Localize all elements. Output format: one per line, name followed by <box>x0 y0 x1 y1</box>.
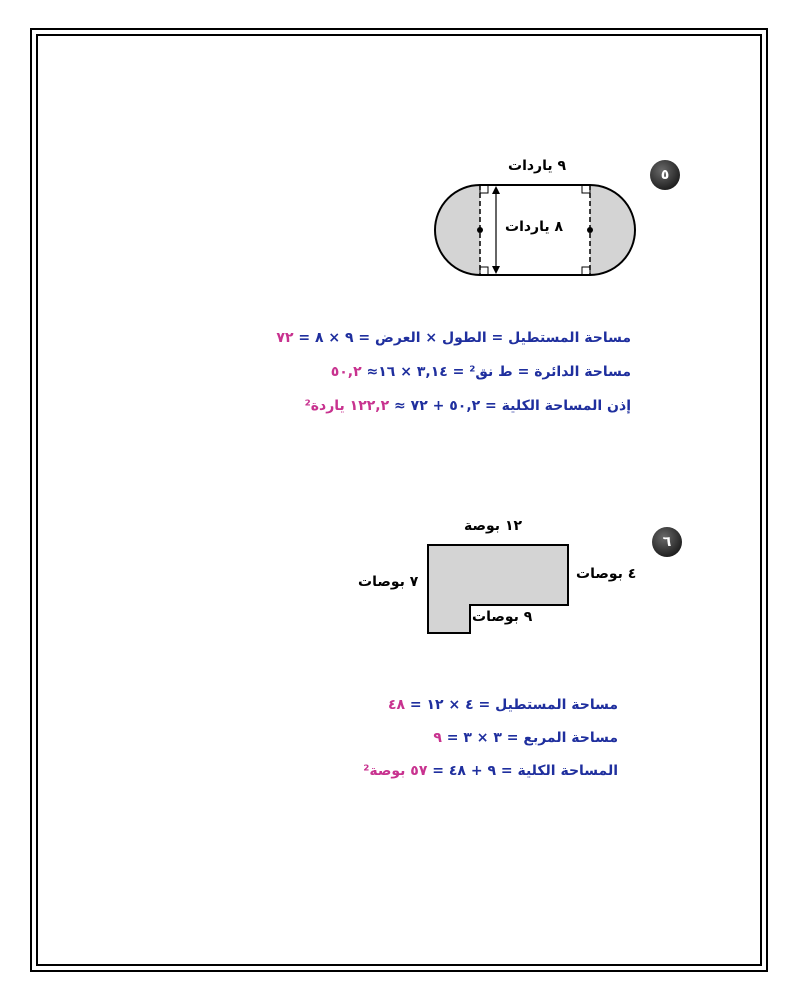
page-border-outer <box>30 28 768 972</box>
circle-area-line: مساحة الدائرة = ط نق² = ٣,١٤ × ١٦≈ ٥٠,٢ <box>0 364 631 380</box>
left-length-label: ٧ بوصات <box>358 574 419 590</box>
equation-text: إذن المساحة الكلية = ٥٠,٢ + ٧٢ ≈ <box>389 398 631 414</box>
right-length-label: ٤ بوصات <box>576 566 637 582</box>
equation-result: ٩ <box>433 730 442 746</box>
equation-result: ٥٧ بوصة² <box>363 763 428 779</box>
square-area-line: مساحة المربع = ٣ × ٣ = ٩ <box>0 730 618 746</box>
problem-number-badge: ٦ <box>652 527 682 557</box>
bottom-length-label: ٩ بوصات <box>472 609 533 625</box>
equation-result: ٤٨ <box>387 697 406 713</box>
page-border-inner <box>36 34 762 966</box>
total-area-line: إذن المساحة الكلية = ٥٠,٢ + ٧٢ ≈ ١٢٢,٢ ي… <box>0 398 631 414</box>
equation-text: المساحة الكلية = ٩ + ٤٨ = <box>427 763 618 779</box>
equation-result: ١٢٢,٢ ياردة² <box>304 398 390 414</box>
rect-area-line: مساحة المستطيل = ٤ × ١٢ = ٤٨ <box>0 697 618 713</box>
problem-number-badge: ٥ <box>650 160 680 190</box>
l-shape-figure <box>427 544 569 634</box>
top-length-label: ١٢ بوصة <box>464 518 523 534</box>
equation-text: مساحة المستطيل = الطول × العرض = ٩ × ٨ = <box>293 330 631 346</box>
equation-text: مساحة المربع = ٣ × ٣ = <box>441 730 618 746</box>
rect-area-line: مساحة المستطيل = الطول × العرض = ٩ × ٨ =… <box>0 330 631 346</box>
total-area-line: المساحة الكلية = ٩ + ٤٨ = ٥٧ بوصة² <box>0 763 618 779</box>
length-label: ٩ ياردات <box>508 158 567 174</box>
equation-result: ٧٢ <box>276 330 294 346</box>
width-label: ٨ ياردات <box>505 219 564 235</box>
equation-text: مساحة الدائرة = ط نق² = ٣,١٤ × ١٦≈ <box>361 364 631 380</box>
equation-result: ٥٠,٢ <box>330 364 362 380</box>
equation-text: مساحة المستطيل = ٤ × ١٢ = <box>405 697 618 713</box>
stadium-figure <box>434 184 636 276</box>
